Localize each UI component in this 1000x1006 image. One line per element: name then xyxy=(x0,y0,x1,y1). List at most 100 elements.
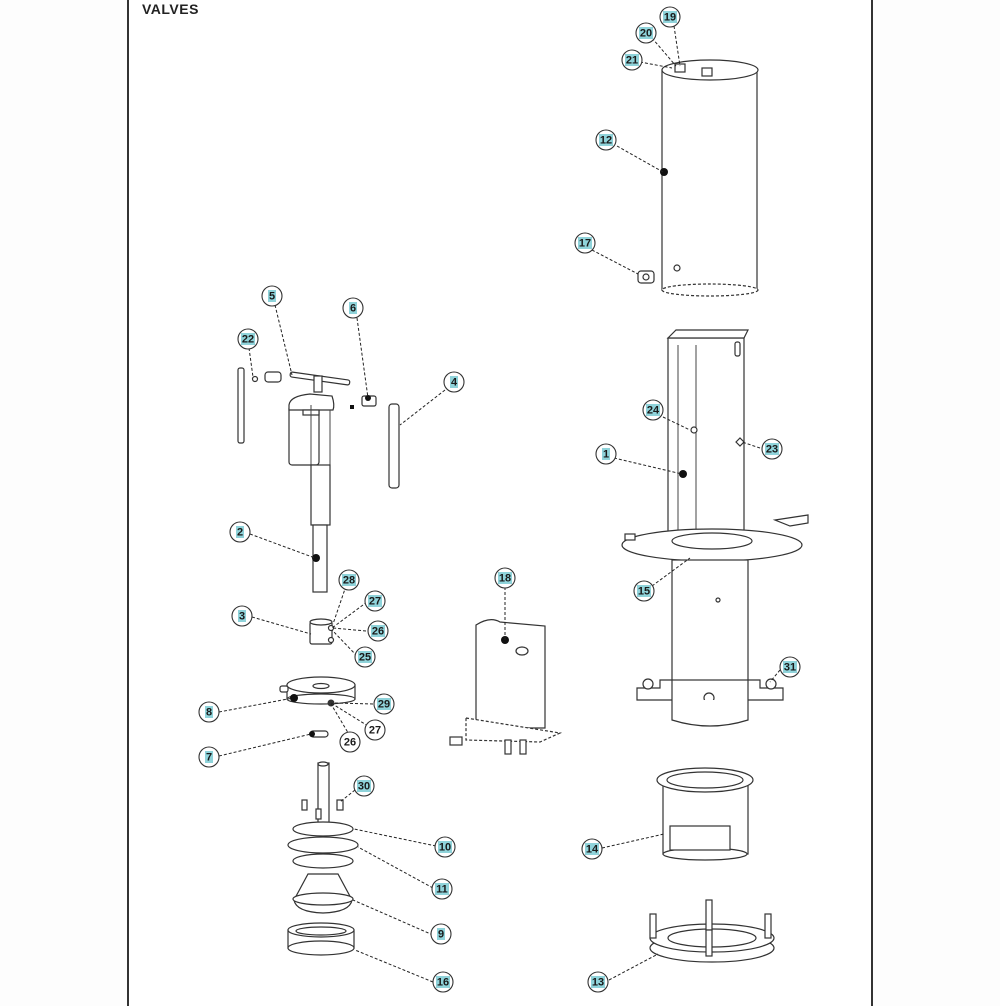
callout-highlight xyxy=(358,651,372,663)
part-fitting-17 xyxy=(637,270,655,284)
callout-highlight xyxy=(435,883,449,895)
part-plate-10 xyxy=(292,821,354,837)
callout-highlight xyxy=(599,134,613,146)
callout-label: 3 xyxy=(239,611,245,623)
part-spindle xyxy=(301,761,344,824)
callout-label: 19 xyxy=(664,12,676,24)
part-ring-13 xyxy=(649,899,775,963)
callout-16: 16 xyxy=(432,971,454,993)
callout-28: 28 xyxy=(338,569,360,591)
part-plate-11 xyxy=(287,836,359,869)
callout-highlight xyxy=(268,290,276,302)
callout-label: 23 xyxy=(766,444,778,456)
callout-label: 30 xyxy=(358,781,370,793)
callout-label: 14 xyxy=(586,844,599,856)
part-plate-15 xyxy=(621,514,809,562)
callout-label: 7 xyxy=(206,752,212,764)
callout-label: 12 xyxy=(600,135,612,147)
callout-highlight xyxy=(498,572,512,584)
callout-highlight xyxy=(342,574,356,586)
callout-26: 26 xyxy=(339,731,361,753)
callout-highlight xyxy=(438,841,452,853)
callout-18: 18 xyxy=(494,567,516,589)
callout-label: 9 xyxy=(438,929,444,941)
callout-label: 27 xyxy=(369,725,381,737)
part-frame-column xyxy=(666,329,749,539)
callout-19: 19 xyxy=(659,6,681,28)
callout-highlight xyxy=(368,595,382,607)
callout-label: 1 xyxy=(603,449,609,461)
callout-3: 3 xyxy=(231,605,253,627)
callout-highlight xyxy=(646,404,660,416)
callout-highlight xyxy=(437,928,445,940)
callout-8: 8 xyxy=(198,701,220,723)
callout-highlight xyxy=(625,54,639,66)
callout-label: 27 xyxy=(369,596,381,608)
callout-label: 26 xyxy=(344,737,356,749)
part-handle-5 xyxy=(264,371,351,393)
callout-highlight xyxy=(377,698,391,710)
callout-24: 24 xyxy=(642,399,664,421)
callout-label: 22 xyxy=(242,334,254,346)
callout-27: 27 xyxy=(364,590,386,612)
callout-circle xyxy=(339,731,361,753)
callout-highlight xyxy=(765,443,779,455)
part-elbow-6 xyxy=(350,395,377,409)
callout-label: 16 xyxy=(437,977,449,989)
callout-highlight xyxy=(637,585,651,597)
part-disc-8 xyxy=(279,676,356,707)
callout-highlight xyxy=(585,843,599,855)
callout-highlight xyxy=(205,706,213,718)
section-title: VALVES xyxy=(142,1,199,17)
callout-label: 20 xyxy=(640,28,652,40)
callout-label: 15 xyxy=(638,586,650,598)
callout-20: 20 xyxy=(635,22,657,44)
part-lower-tube xyxy=(636,559,784,727)
part-collar-3 xyxy=(309,618,335,645)
part-shield-18 xyxy=(449,619,563,755)
callout-11: 11 xyxy=(431,878,453,900)
callout-15: 15 xyxy=(633,580,655,602)
callout-label: 28 xyxy=(343,575,355,587)
part-cup-14 xyxy=(656,767,754,861)
part-valve-body xyxy=(288,393,335,520)
part-rod-4 xyxy=(388,403,400,489)
callout-label: 5 xyxy=(269,291,275,303)
callout-highlight xyxy=(371,625,385,637)
part-cone-9 xyxy=(292,873,354,914)
callout-30: 30 xyxy=(353,775,375,797)
callout-13: 13 xyxy=(587,971,609,993)
callout-23: 23 xyxy=(761,438,783,460)
callout-21: 21 xyxy=(621,49,643,71)
callout-label: 24 xyxy=(647,405,660,417)
callout-label: 13 xyxy=(592,977,604,989)
callout-27: 27 xyxy=(364,719,386,741)
callout-25: 25 xyxy=(354,646,376,668)
callout-2: 2 xyxy=(229,521,251,543)
callout-highlight xyxy=(578,237,592,249)
callout-label: 25 xyxy=(359,652,371,664)
callout-6: 6 xyxy=(342,297,364,319)
callout-highlight xyxy=(591,976,605,988)
callout-highlight xyxy=(357,780,371,792)
callout-label: 10 xyxy=(439,842,451,854)
callout-highlight xyxy=(663,11,677,23)
part-stem-2 xyxy=(310,464,331,593)
callout-highlight xyxy=(205,751,213,763)
callout-17: 17 xyxy=(574,232,596,254)
callout-highlight xyxy=(436,976,450,988)
callout-label: 2 xyxy=(237,527,243,539)
callout-1: 1 xyxy=(595,443,617,465)
callout-highlight xyxy=(783,661,797,673)
callout-12: 12 xyxy=(595,129,617,151)
callout-22: 22 xyxy=(237,328,259,350)
part-ring-16 xyxy=(287,922,355,956)
callout-highlight xyxy=(236,526,244,538)
callout-10: 10 xyxy=(434,836,456,858)
callout-29: 29 xyxy=(373,693,395,715)
callout-26: 26 xyxy=(367,620,389,642)
callout-14: 14 xyxy=(581,838,603,860)
callout-highlight xyxy=(241,333,255,345)
